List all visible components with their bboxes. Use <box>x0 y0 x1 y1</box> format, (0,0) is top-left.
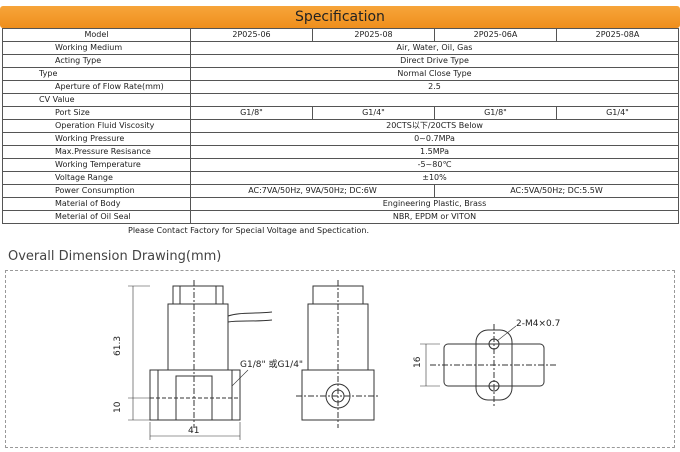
mount-holes-label: 2-M4×0.7 <box>516 319 560 329</box>
bottom-view <box>420 324 556 406</box>
spec-title: Specification <box>295 9 385 25</box>
spec-row: Working Temperature-5~80℃ <box>2 158 679 172</box>
contact-note: Please Contact Factory for Special Volta… <box>128 226 369 235</box>
side-view-body <box>149 369 241 421</box>
port-size-label: G1/8" 或G1/4" <box>240 358 303 370</box>
side-view-coil <box>167 303 229 371</box>
front-view <box>296 280 380 428</box>
drawing-frame <box>5 270 675 448</box>
port-height-dimension-label: 10 <box>113 401 123 413</box>
spec-table-body: Model 2P025-06 2P025-08 2P025-06A 2P025-… <box>2 28 679 224</box>
spec-header: Specification <box>0 6 680 28</box>
hole-spacing-label: 16 <box>413 356 423 368</box>
drawing-title: Overall Dimension Drawing(mm) <box>8 249 222 264</box>
side-view <box>149 280 273 428</box>
spec-table: Model 2P025-06 2P025-08 2P025-06A 2P025-… <box>2 28 679 224</box>
width-dimension-label: 41 <box>188 426 199 436</box>
height-dimension-label: 61.3 <box>113 336 123 356</box>
spec-row: CV Value <box>2 93 679 107</box>
spec-cell: NBR, EPDM or VITON <box>190 210 679 224</box>
